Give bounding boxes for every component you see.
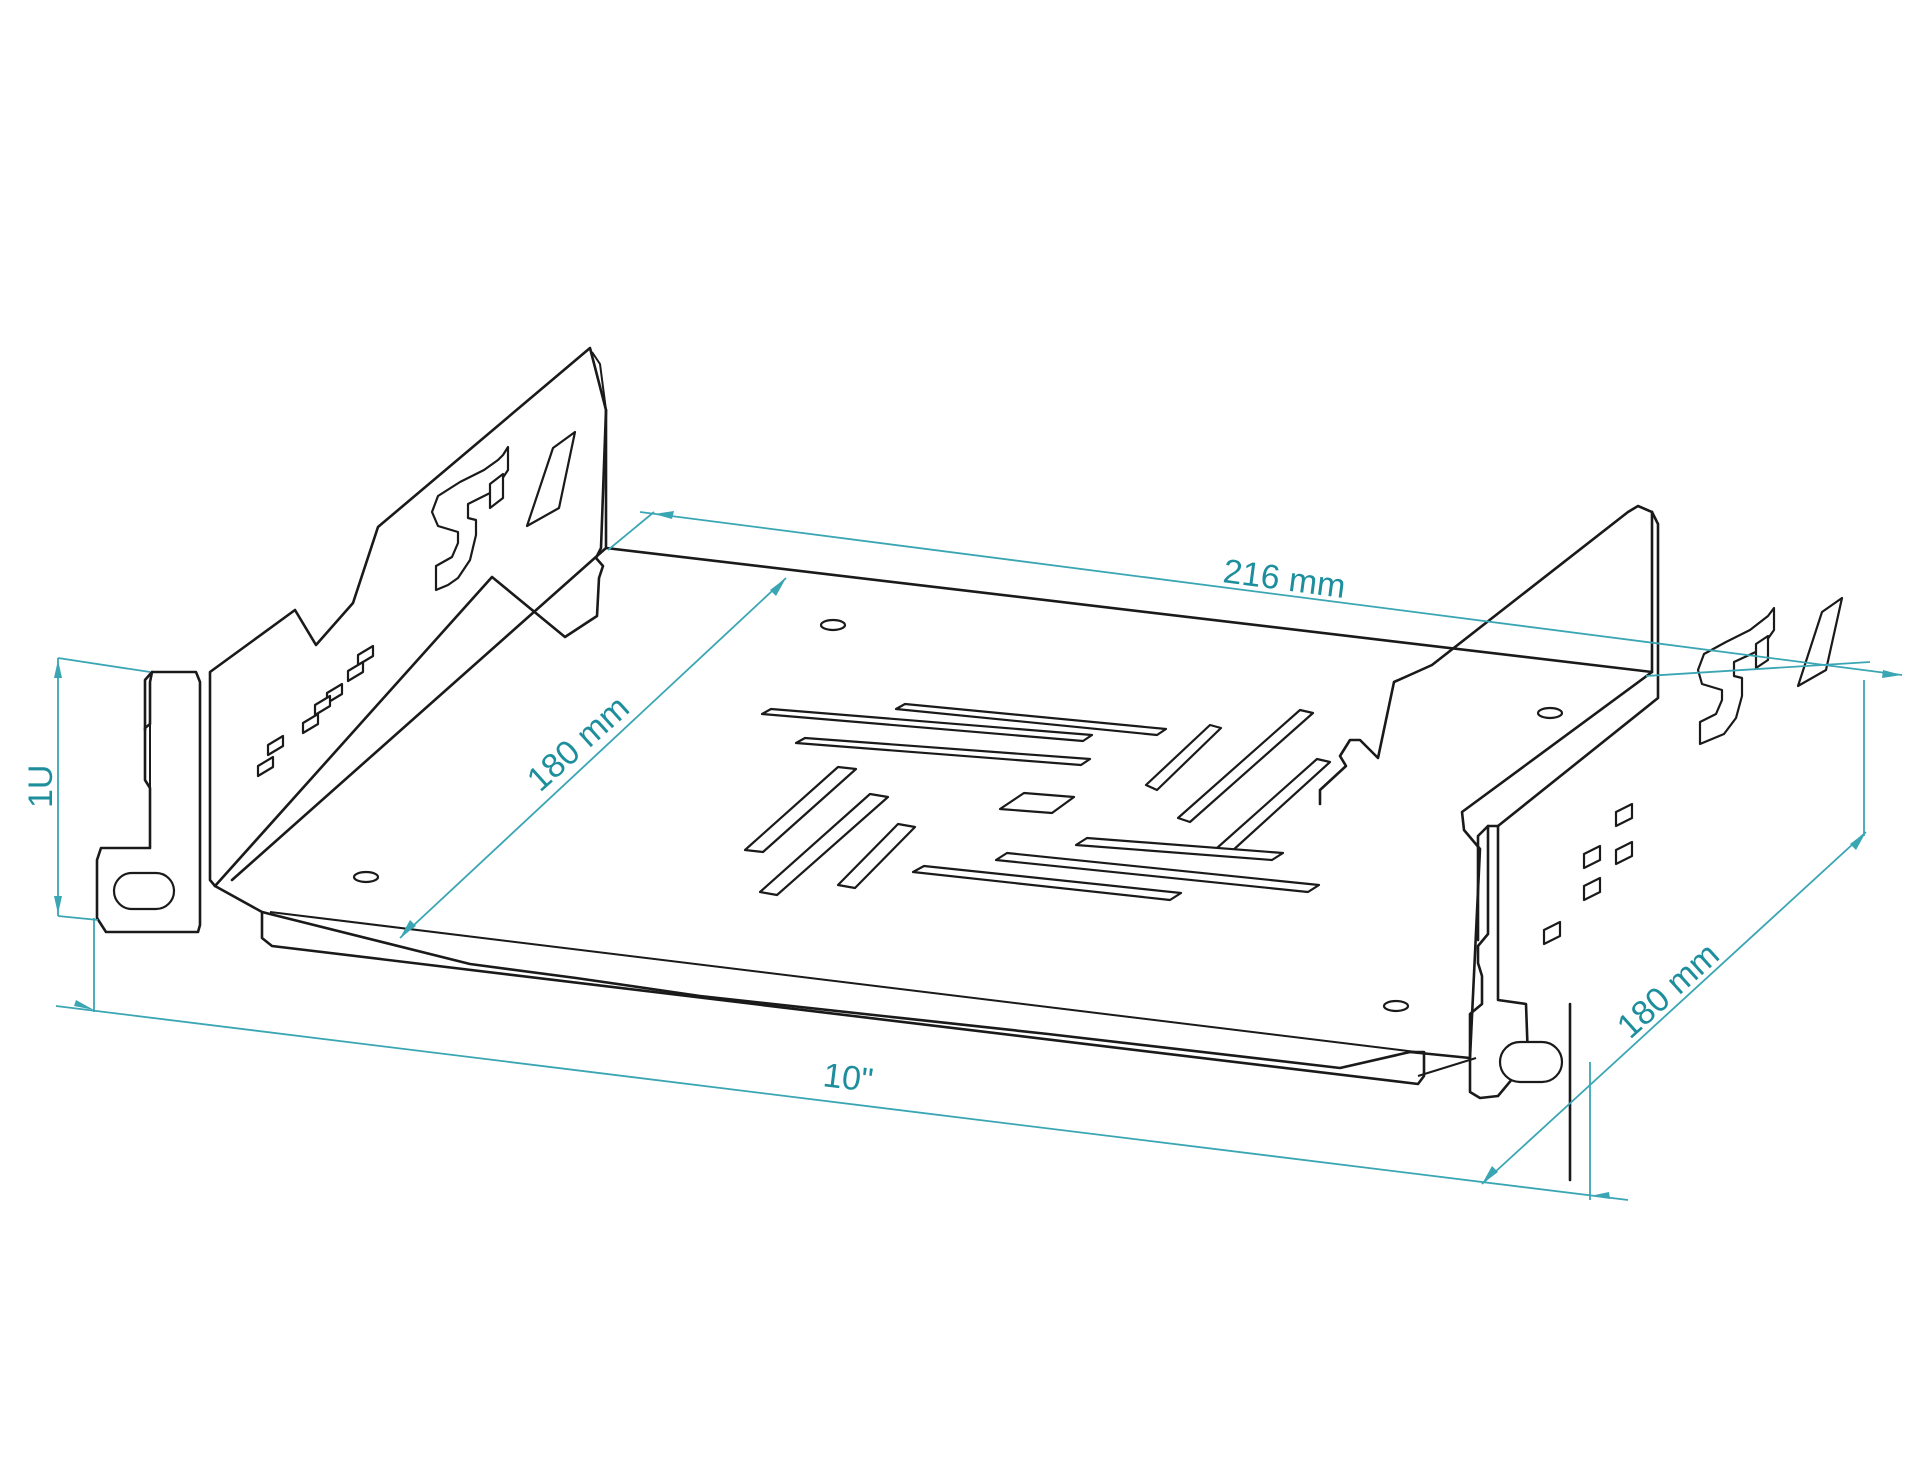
dimension-1u-label: 1U (22, 765, 60, 808)
right-logo (1696, 606, 1776, 746)
left-vent-slots (256, 644, 375, 778)
left-logo (430, 445, 510, 592)
dimension-10-inch-label: 10" (821, 1056, 875, 1100)
left-mounting-hole (112, 871, 176, 911)
right-diamond-cutout (1796, 596, 1844, 688)
left-rack-ear (95, 670, 202, 934)
right-rack-ear (1468, 824, 1564, 1100)
left-side-wall (208, 346, 608, 888)
dimension-1u: 1U (22, 657, 151, 921)
dimension-216mm-label: 216 mm (1221, 552, 1348, 606)
base-plate (213, 546, 1654, 1086)
base-vent-slots (743, 702, 1332, 902)
dimension-10-inch: 10" (55, 918, 1629, 1201)
left-diamond-cutout (525, 430, 577, 528)
right-vent-slots (1542, 802, 1634, 946)
base-holes (352, 618, 1564, 1013)
dimension-180mm-inner-label: 180 mm (520, 689, 637, 799)
right-side-wall (1318, 504, 1660, 1182)
right-mounting-hole (1498, 1040, 1564, 1084)
dimension-180mm-side-label: 180 mm (1610, 936, 1727, 1046)
dimension-180mm-inner: 180 mm (399, 577, 787, 939)
